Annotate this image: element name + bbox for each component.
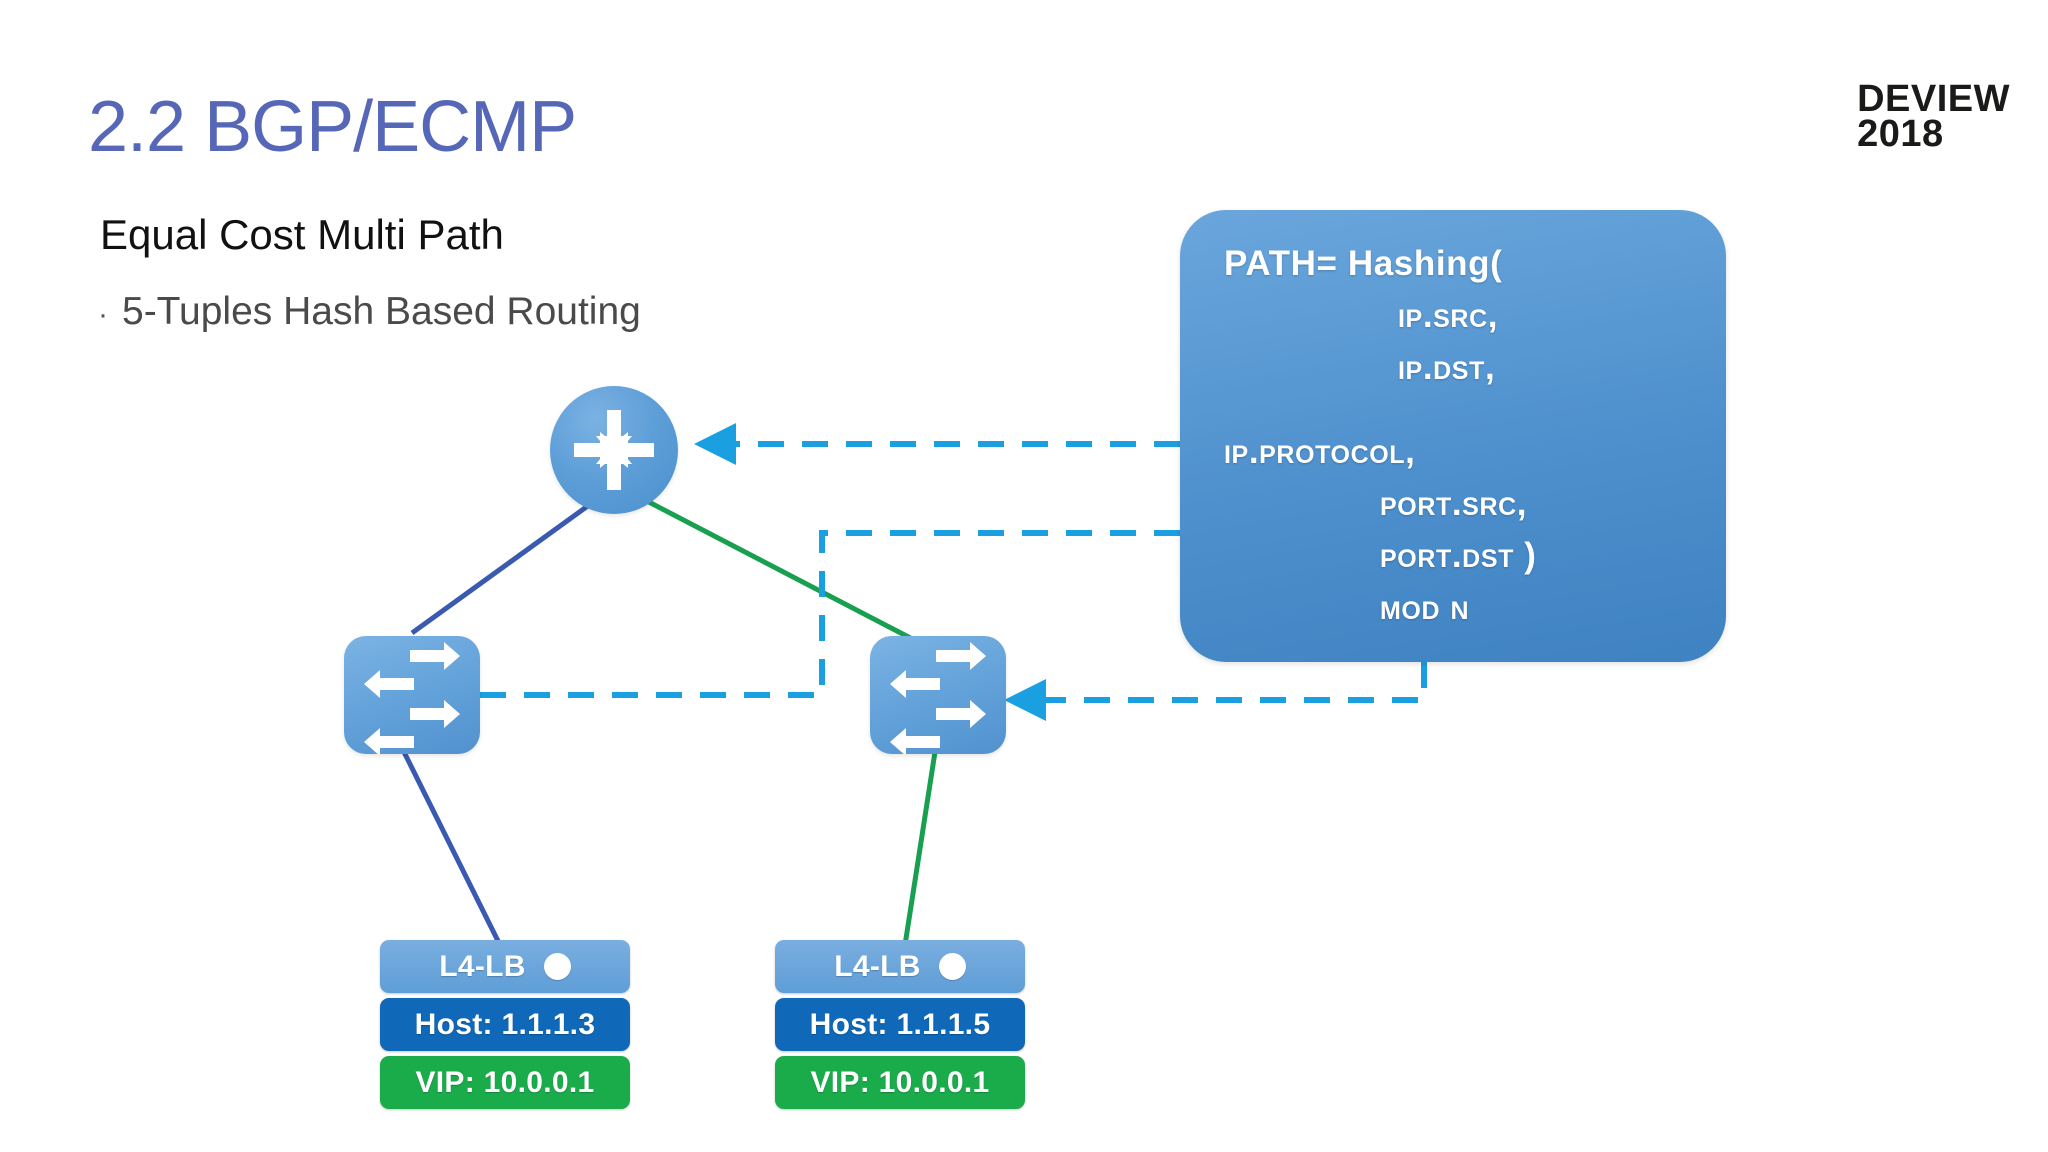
l4lb-name-label: L4-LB xyxy=(834,949,921,983)
bullet-label: 5-Tuples Hash Based Routing xyxy=(122,290,641,333)
switch-node-right[interactable] xyxy=(870,636,1006,754)
l4lb-vip-row-right: VIP: 10.0.0.1 xyxy=(775,1056,1025,1109)
l4lb-host-label: Host: 1.1.1.5 xyxy=(809,1007,991,1041)
bullet-item: · 5-Tuples Hash Based Routing xyxy=(98,290,641,334)
l4lb-host-label: Host: 1.1.1.3 xyxy=(414,1007,596,1041)
l4lb-card-left[interactable]: L4-LB Host: 1.1.1.3 VIP: 10.0.0.1 xyxy=(380,940,630,1114)
l4lb-header-right: L4-LB xyxy=(775,940,1025,993)
link-switch-left-to-lb-left xyxy=(401,750,503,947)
link-router-to-switch-left xyxy=(410,484,616,636)
bullet-marker-icon: · xyxy=(98,298,108,331)
l4lb-card-right[interactable]: L4-LB Host: 1.1.1.5 VIP: 10.0.0.1 xyxy=(775,940,1025,1114)
l4lb-vip-row-left: VIP: 10.0.0.1 xyxy=(380,1056,630,1109)
section-subtitle: Equal Cost Multi Path xyxy=(100,211,504,258)
l4lb-vip-label: VIP: 10.0.0.1 xyxy=(810,1065,990,1099)
router-node[interactable] xyxy=(550,386,678,514)
dashed-path-to-switch-right xyxy=(1004,662,1427,721)
deview-logo: DEVIEW 2018 xyxy=(1857,80,2010,155)
formula-line-3: IP.Protocol, xyxy=(1224,432,1416,471)
l4lb-host-row-left: Host: 1.1.1.3 xyxy=(380,998,630,1051)
l4lb-header-left: L4-LB xyxy=(380,940,630,993)
l4lb-host-row-right: Host: 1.1.1.5 xyxy=(775,998,1025,1051)
link-switch-right-to-lb-right xyxy=(902,751,938,946)
switch-arrows-icon xyxy=(890,642,986,754)
formula-line-4: Port.Src, xyxy=(1380,484,1528,523)
formula-line-0: PATH= Hashing( xyxy=(1224,244,1503,283)
status-dot-icon xyxy=(543,953,571,980)
l4lb-vip-label: VIP: 10.0.0.1 xyxy=(415,1065,595,1099)
formula-line-1: IP.Src, xyxy=(1398,296,1499,335)
switch-arrows-icon xyxy=(364,642,460,754)
l4lb-name-label: L4-LB xyxy=(439,949,526,983)
deview-logo-line2: 2018 xyxy=(1857,112,1944,155)
hash-formula-box: PATH= Hashing( IP.Src, IP.Dst, IP.Protoc… xyxy=(1180,210,1726,662)
status-dot-icon xyxy=(938,953,966,980)
formula-line-5: Port.Dst ) xyxy=(1380,536,1537,575)
four-way-arrows-icon xyxy=(574,410,654,490)
formula-line-2: IP.Dst, xyxy=(1398,348,1496,387)
link-router-to-switch-right xyxy=(618,484,922,646)
switch-node-left[interactable] xyxy=(344,636,480,754)
formula-line-6: Mod N xyxy=(1380,588,1470,627)
deview-logo-line1: DEVIEW xyxy=(1857,78,2010,120)
page-title: 2.2 BGP/ECMP xyxy=(88,87,577,167)
dashed-path-to-switch-left xyxy=(414,530,1180,716)
